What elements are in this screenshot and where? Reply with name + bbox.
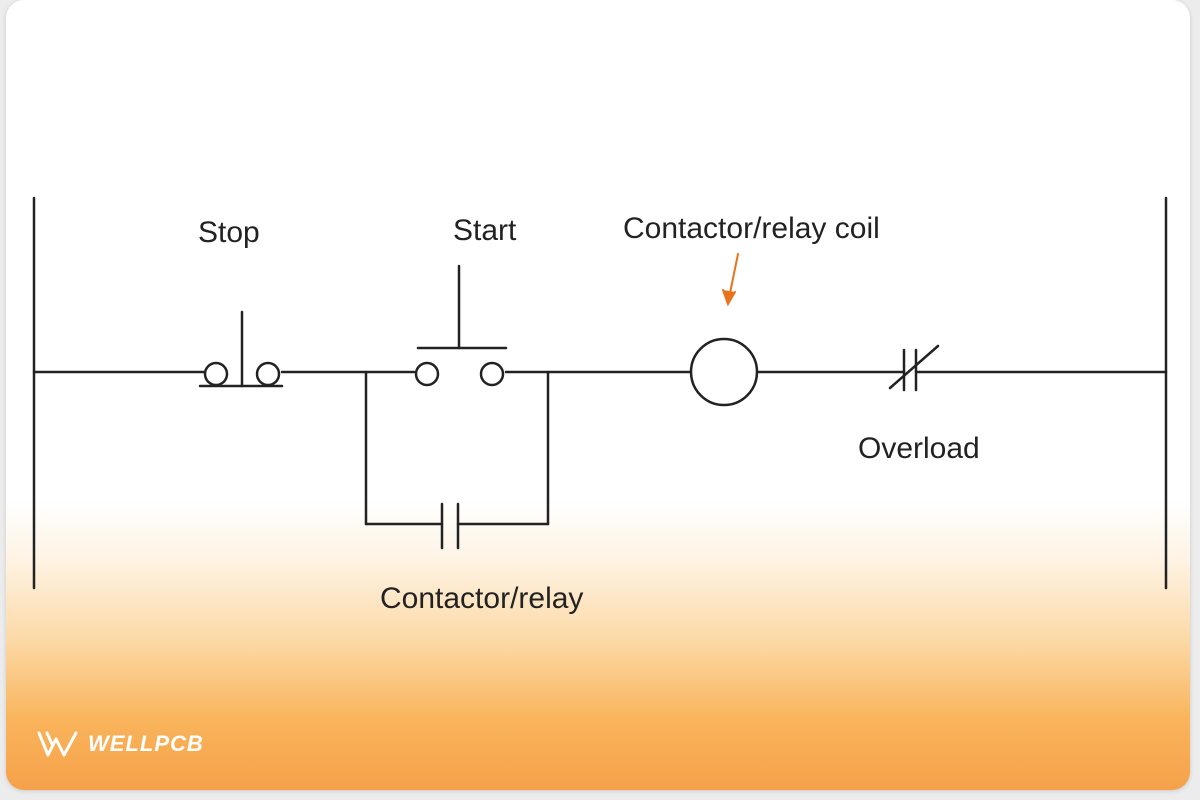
relay-coil-symbol	[689, 337, 759, 407]
contactor-label: Contactor/relay	[380, 582, 584, 615]
ladder-diagram	[32, 196, 1168, 590]
stop-button-symbol	[198, 310, 284, 388]
start-label: Start	[453, 214, 517, 247]
diagram-card: Stop Start Contactor/relay coil Overload…	[6, 0, 1190, 790]
overload-contact-symbol	[888, 344, 940, 392]
start-button-symbol	[414, 264, 508, 387]
coil-label: Contactor/relay coil	[623, 212, 880, 245]
coil-pointer-arrow	[722, 253, 739, 307]
wellpcb-logo: WELLPCB	[36, 726, 204, 762]
brand-name: WELLPCB	[88, 731, 204, 756]
seal-in-branch	[364, 370, 550, 550]
stop-label: Stop	[198, 216, 260, 249]
overload-label: Overload	[858, 432, 980, 465]
wellpcb-logo-icon	[37, 731, 78, 757]
